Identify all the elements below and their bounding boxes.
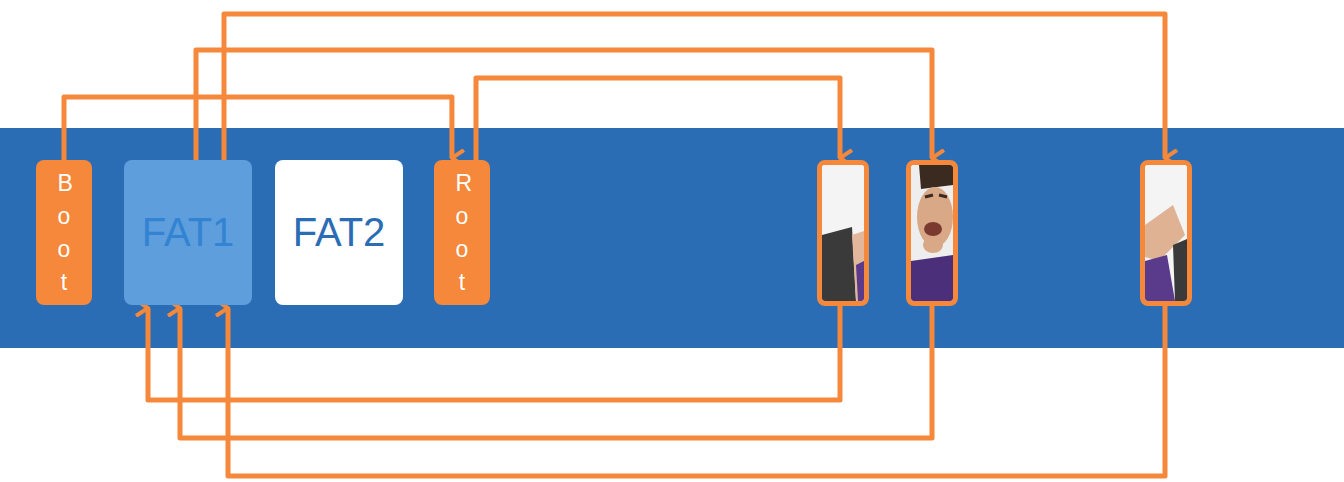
node-label: Root <box>456 167 469 299</box>
boot-sector: Boot <box>36 160 92 305</box>
cluster-block <box>817 160 869 306</box>
fat-table: FAT2 <box>275 160 403 305</box>
cluster-to-fat-wire <box>180 305 932 438</box>
node-label: FAT2 <box>293 210 386 255</box>
photo-fragment <box>822 165 864 301</box>
cluster-to-fat-wire <box>148 305 840 400</box>
root-to-cluster-wire <box>476 78 840 160</box>
photo-fragment <box>911 165 953 301</box>
root-directory: Root <box>434 160 490 305</box>
cluster-block <box>1140 160 1192 306</box>
photo-fragment <box>1145 165 1187 301</box>
node-label: FAT1 <box>142 210 235 255</box>
fat-table: FAT1 <box>124 160 252 305</box>
fat-to-cluster-wire <box>224 14 1165 160</box>
node-label: Boot <box>58 167 71 299</box>
cluster-block <box>906 160 958 306</box>
fat-to-cluster-wire <box>196 50 932 160</box>
cluster-to-fat-wire <box>228 305 1165 476</box>
pointer-arrow <box>64 97 452 160</box>
